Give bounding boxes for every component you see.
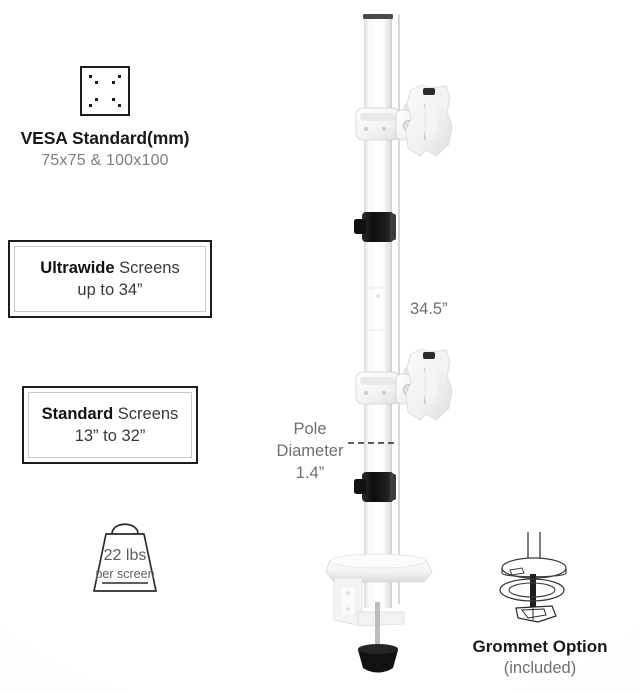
- standard-box-inner: Standard Screens 13” to 32”: [28, 392, 192, 458]
- standard-line1-bold: Standard: [41, 404, 114, 423]
- pole-top-cap: [363, 14, 393, 19]
- ultrawide-line1-rest: Screens: [114, 258, 180, 277]
- pole-diameter-value: 1.4”: [295, 463, 325, 482]
- ultrawide-line1-bold: Ultrawide: [40, 258, 115, 277]
- monitor-mount-product-image: [325, 14, 453, 673]
- weight-value: 22 lbs: [104, 547, 147, 564]
- pole-diameter-line2: Diameter: [276, 441, 344, 460]
- weight-note: per screen: [95, 567, 154, 581]
- pole-clamp-lever-upper: [354, 212, 396, 242]
- monitor-mount-bottom: [355, 348, 453, 421]
- vesa-plate-bottom-screw: [423, 352, 435, 359]
- vesa-spec-block: VESA Standard(mm) 75x75 & 100x100: [0, 66, 210, 170]
- ultrawide-line2: up to 34”: [77, 281, 143, 299]
- ultrawide-screens-box: Ultrawide Screens up to 34”: [8, 240, 212, 318]
- weight-capacity-block: 22 lbs per screen: [60, 512, 190, 602]
- grommet-option-block: Grommet Option (included): [440, 528, 640, 678]
- vesa-title: VESA Standard(mm): [20, 128, 190, 148]
- vesa-plate-icon: [80, 66, 130, 116]
- weight-icon: 22 lbs per screen: [93, 523, 157, 592]
- height-dimension-label: 34.5”: [410, 300, 448, 318]
- standard-screens-box: Standard Screens 13” to 32”: [22, 386, 198, 464]
- pole-diameter-line1: Pole: [293, 420, 327, 438]
- grommet-title: Grommet Option: [472, 637, 608, 656]
- standard-line2: 13” to 32”: [74, 427, 146, 445]
- monitor-mount-top: [355, 84, 453, 157]
- mount-pole: [364, 18, 392, 608]
- pole-diameter-label: Pole Diameter 1.4”: [255, 419, 365, 484]
- vesa-plate-top-screw: [423, 88, 435, 95]
- grommet-subtitle: (included): [503, 659, 577, 677]
- standard-line1: Standard Screens: [42, 403, 179, 425]
- pole-clamp-lever-lower: [354, 472, 396, 502]
- ultrawide-box-inner: Ultrawide Screens up to 34”: [14, 246, 206, 312]
- desk-c-clamp: [325, 553, 433, 673]
- grommet-mount-icon: [499, 532, 567, 623]
- vesa-subtitle: 75x75 & 100x100: [41, 152, 169, 169]
- ultrawide-line1: Ultrawide Screens: [40, 257, 179, 279]
- standard-line1-rest: Screens: [113, 404, 179, 423]
